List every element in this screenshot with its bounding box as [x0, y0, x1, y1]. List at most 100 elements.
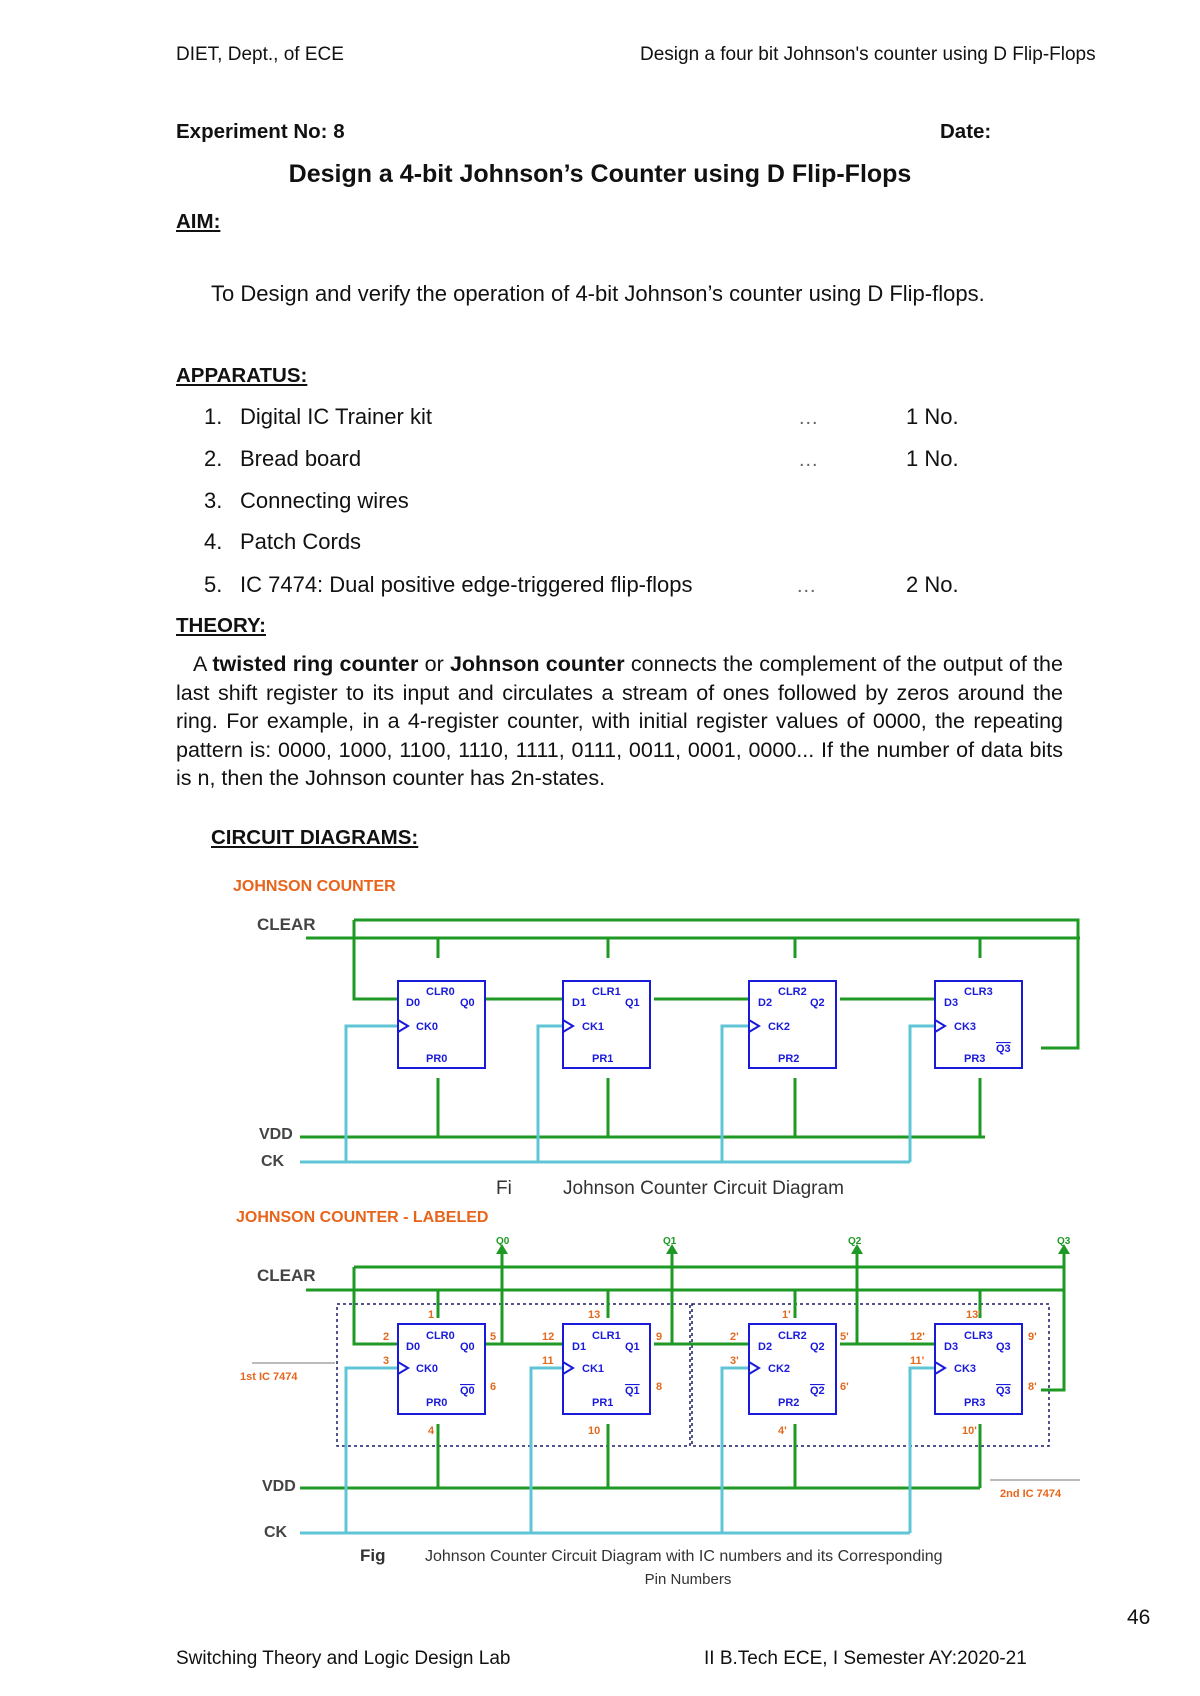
fig1-caption: Johnson Counter Circuit Diagram — [563, 1178, 844, 1199]
theory-text: or — [418, 652, 450, 676]
fig2-caption-line2: Pin Numbers — [645, 1571, 732, 1588]
svg-text:Q1: Q1 — [625, 1341, 640, 1353]
svg-text:9': 9' — [1028, 1331, 1037, 1343]
svg-text:11': 11' — [910, 1355, 925, 1367]
svg-text:CK2: CK2 — [768, 1021, 790, 1033]
item-name: Patch Cords — [240, 529, 362, 554]
svg-text:CK3: CK3 — [954, 1021, 976, 1033]
flipflop-0: D0 CLR0 Q0 CK0 PR0 — [397, 980, 486, 1069]
svg-text:4': 4' — [778, 1425, 787, 1437]
svg-text:D1: D1 — [572, 997, 586, 1009]
flipflop-3: D3 CLR3 Q3 CK3 PR3 — [934, 980, 1023, 1069]
svg-text:Q2: Q2 — [810, 1341, 825, 1353]
svg-text:3': 3' — [730, 1355, 739, 1367]
circuit-diagrams-heading: CIRCUIT DIAGRAMS: — [211, 826, 419, 849]
svg-text:10': 10' — [962, 1425, 977, 1437]
svg-text:12': 12' — [910, 1331, 925, 1343]
svg-text:1': 1' — [782, 1309, 791, 1321]
svg-text:CK0: CK0 — [416, 1363, 438, 1375]
item-number: 4. — [204, 529, 223, 554]
flipflop-1-labeled: D1 CLR1 Q1 CK1 PR1 Q1 13 12 11 10 9 8 — [542, 1309, 662, 1437]
ic2-label: 2nd IC 7474 — [1000, 1488, 1062, 1500]
svg-text:CK1: CK1 — [582, 1363, 604, 1375]
item-name: Connecting wires — [240, 488, 409, 513]
svg-text:Q2: Q2 — [810, 1385, 825, 1397]
svg-text:PR1: PR1 — [592, 1053, 613, 1065]
svg-text:10: 10 — [588, 1425, 600, 1437]
fig1-vdd-label: VDD — [259, 1126, 293, 1143]
svg-text:D0: D0 — [406, 1341, 420, 1353]
theory-term: twisted ring counter — [212, 652, 419, 676]
svg-text:8: 8 — [656, 1381, 662, 1393]
svg-text:D2: D2 — [758, 997, 772, 1009]
flipflop-3-labeled: D3 CLR3 Q3 CK3 PR3 Q3 13' 12' 11' 10' 9'… — [910, 1309, 1037, 1437]
page-number: 46 — [1127, 1606, 1151, 1629]
theory-paragraph: A twisted ring counter or Johnson counte… — [176, 650, 1063, 793]
fig2-ck-label: CK — [264, 1524, 288, 1541]
svg-text:4: 4 — [428, 1425, 435, 1437]
svg-text:CLR0: CLR0 — [426, 986, 455, 998]
item-quantity: 2 No. — [906, 572, 959, 597]
svg-text:PR3: PR3 — [964, 1397, 985, 1409]
fig1-title: JOHNSON COUNTER — [233, 878, 396, 895]
svg-text:Q0: Q0 — [460, 1385, 475, 1397]
johnson-counter-diagram: JOHNSON COUNTER CLEAR VDD CK — [233, 878, 1080, 1199]
fig1-clear-label: CLEAR — [257, 915, 316, 934]
fig2-clear-label: CLEAR — [257, 1266, 316, 1285]
page-title: Design a 4-bit Johnson’s Counter using D… — [288, 160, 912, 188]
apparatus-heading: APPARATUS: — [176, 364, 308, 387]
theory-heading: THEORY: — [176, 614, 266, 637]
theory-term: Johnson counter — [449, 652, 625, 676]
johnson-counter-labeled-diagram: JOHNSON COUNTER - LABELED CLEAR VDD CK Q… — [236, 1209, 1080, 1588]
svg-text:PR0: PR0 — [426, 1397, 447, 1409]
svg-text:D3: D3 — [944, 997, 958, 1009]
svg-text:CLR2: CLR2 — [778, 1330, 807, 1342]
q1-output-label: Q1 — [663, 1236, 677, 1247]
svg-text:9: 9 — [656, 1331, 662, 1343]
item-number: 3. — [204, 488, 223, 513]
svg-text:11: 11 — [542, 1355, 554, 1367]
item-name: Bread board — [240, 446, 362, 471]
svg-text:CLR3: CLR3 — [964, 986, 993, 998]
item-dots: … — [796, 574, 817, 597]
svg-text:PR2: PR2 — [778, 1053, 799, 1065]
svg-text:Q0: Q0 — [460, 1341, 475, 1353]
svg-text:CLR1: CLR1 — [592, 1330, 621, 1342]
svg-text:Q1: Q1 — [625, 997, 640, 1009]
item-dots: … — [798, 406, 819, 429]
item-number: 1. — [204, 404, 223, 429]
q2-output-label: Q2 — [848, 1236, 862, 1247]
svg-text:12: 12 — [542, 1331, 554, 1343]
footer-right: II B.Tech ECE, I Semester AY:2020-21 — [704, 1648, 1027, 1669]
footer-left: Switching Theory and Logic Design Lab — [176, 1648, 511, 1669]
svg-text:2: 2 — [383, 1331, 389, 1343]
fig2-caption-prefix: Fig — [360, 1546, 386, 1565]
ic2-outline — [691, 1303, 1050, 1447]
item-dots: … — [798, 448, 819, 471]
svg-text:3: 3 — [383, 1355, 389, 1367]
fig2-title: JOHNSON COUNTER - LABELED — [236, 1209, 488, 1226]
svg-text:8': 8' — [1028, 1381, 1037, 1393]
svg-text:Q1: Q1 — [625, 1385, 640, 1397]
svg-text:2': 2' — [730, 1331, 739, 1343]
fig1-caption-prefix: Fi — [496, 1178, 512, 1199]
svg-text:D0: D0 — [406, 997, 420, 1009]
svg-text:D2: D2 — [758, 1341, 772, 1353]
svg-text:5: 5 — [490, 1331, 496, 1343]
svg-text:1: 1 — [428, 1309, 434, 1321]
svg-text:6': 6' — [840, 1381, 849, 1393]
q3-output-label: Q3 — [1057, 1236, 1071, 1247]
svg-text:5': 5' — [840, 1331, 849, 1343]
item-name: Digital IC Trainer kit — [240, 404, 432, 429]
svg-text:D1: D1 — [572, 1341, 586, 1353]
svg-text:CLR2: CLR2 — [778, 986, 807, 998]
svg-text:Q3: Q3 — [996, 1341, 1011, 1353]
fig2-caption-line1: Johnson Counter Circuit Diagram with IC … — [425, 1548, 943, 1565]
theory-text: connects the complement of the output of… — [176, 652, 1063, 790]
date-label: Date: — [940, 120, 992, 143]
item-name: IC 7474: Dual positive edge-triggered fl… — [240, 572, 693, 597]
experiment-number: Experiment No: 8 — [176, 120, 345, 143]
ic1-label: 1st IC 7474 — [240, 1371, 298, 1383]
aim-text: To Design and verify the operation of 4-… — [211, 281, 985, 306]
